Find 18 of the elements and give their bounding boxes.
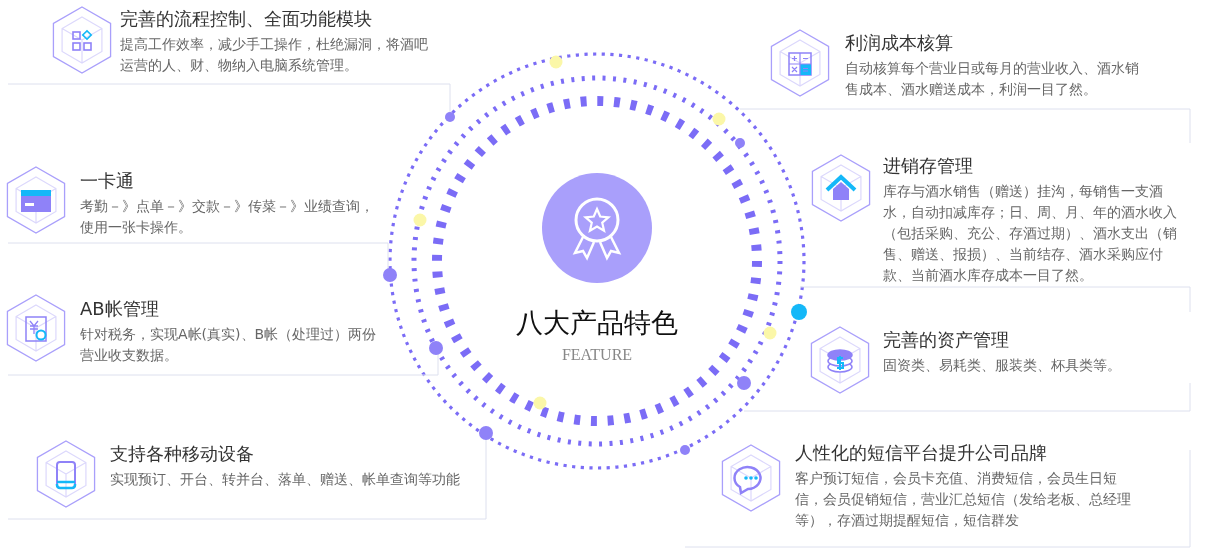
- feature-title: 完善的资产管理: [883, 329, 1009, 351]
- feature-description: 库存与酒水销售（赠送）挂沟，每销售一支酒水，自动扣减库存；日、周、月、年的酒水收入（包括采购、充公、存酒过期）、酒水支出（销售、赠送、报损）、当前结存、酒水采购应付款、当前酒水库存成本一目了然。: [883, 182, 1178, 285]
- center-title: 八大产品特色: [515, 306, 679, 340]
- feature-title: 一卡通: [80, 170, 134, 192]
- feature-title: AB帐管理: [80, 298, 159, 320]
- feature-description: 客户预订短信，会员卡充值、消费短信，会员生日短信，会员促销短信，营业汇总短信（发给老板、总经理等），存酒过期提醒短信，短信群发: [795, 469, 1132, 530]
- feature-description: 自动核算每个营业日或每月的营业收入、酒水销售成本、酒水赠送成本，利润一目了然。: [845, 59, 1140, 99]
- feature-description: 实现预订、开台、转并台、落单、赠送、帐单查询等功能: [110, 470, 461, 489]
- feature-description: 考勤－》点单－》交款－》传菜－》业绩查询，使用一张卡操作。: [80, 197, 375, 237]
- feature-description: 提高工作效率，减少手工操作，杜绝漏洞，将酒吧运营的人、财、物纳入电脑系统管理。: [120, 35, 429, 75]
- feature-description: 针对税务，实现A帐(真实)、B帐（处理过）两份营业收支数据。: [80, 325, 378, 365]
- feature-title: 人性化的短信平台提升公司品牌: [795, 442, 1047, 464]
- feature-title: 完善的流程控制、全面功能模块: [120, 8, 372, 30]
- feature-title: 利润成本核算: [845, 32, 953, 54]
- feature-title: 支持各种移动设备: [110, 443, 254, 465]
- feature-title: 进销存管理: [883, 155, 973, 177]
- center-subtitle: FEATURE: [560, 346, 634, 364]
- feature-description: 固资类、易耗类、服装类、杯具类等。: [883, 356, 1122, 375]
